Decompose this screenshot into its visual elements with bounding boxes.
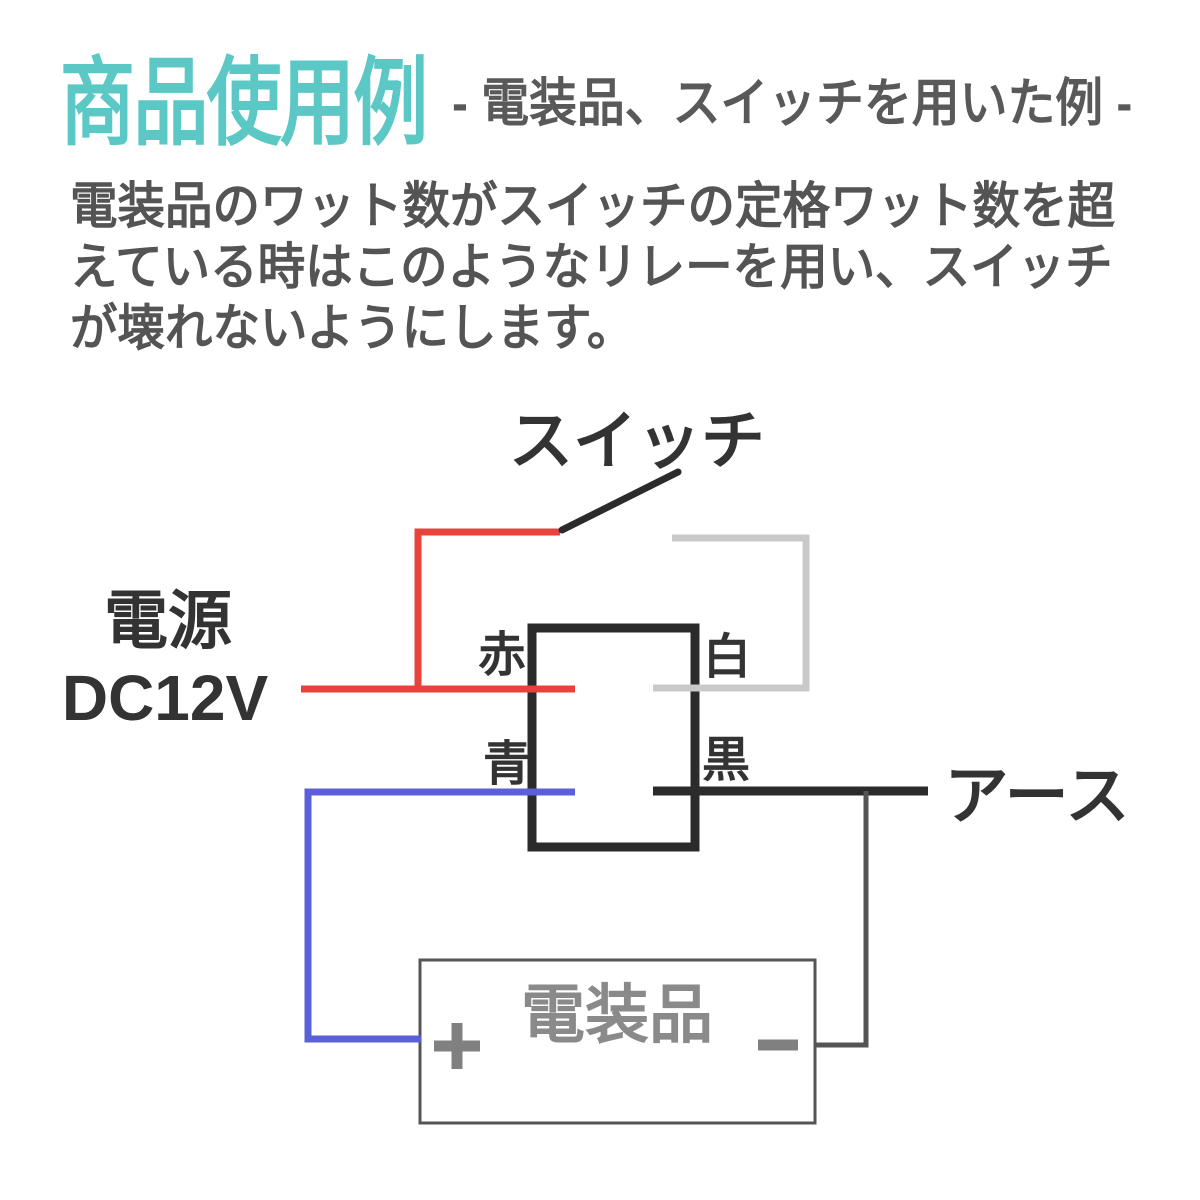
white-wire-label: 白 [703,631,751,684]
plus-terminal-icon [434,1023,480,1069]
red-wire [301,528,575,693]
power-label: 電源 [104,585,232,657]
page-title: 商品使用例 [60,50,428,157]
blue-wire-label: 青 [483,738,531,791]
relay-box [527,623,700,852]
description-line-3: が壊れないようにします。 [70,300,635,356]
switch-lever-line [558,468,682,534]
description-line-1: 電装品のワット数がスイッチの定格ワット数を超 [70,178,1115,234]
page-subtitle: - 電装品、スイッチを用いた例 - [452,75,1133,133]
blue-wire [304,788,575,1043]
ground-label: アース [945,760,1130,832]
power-voltage-label: DC12V [62,662,269,734]
black-wire-label: 黒 [702,734,750,787]
ground-wire [815,791,869,1048]
description-line-2: えている時はこのようなリレーを用い、スイッチ [70,239,1113,295]
description-paragraph: 電装品のワット数がスイッチの定格ワット数を超 えている時はこのようなリレーを用い… [70,176,1115,359]
red-wire-label: 赤 [478,629,526,682]
white-wire [653,534,810,692]
switch-label: スイッチ [509,405,765,477]
device-label: 電装品 [521,979,713,1051]
